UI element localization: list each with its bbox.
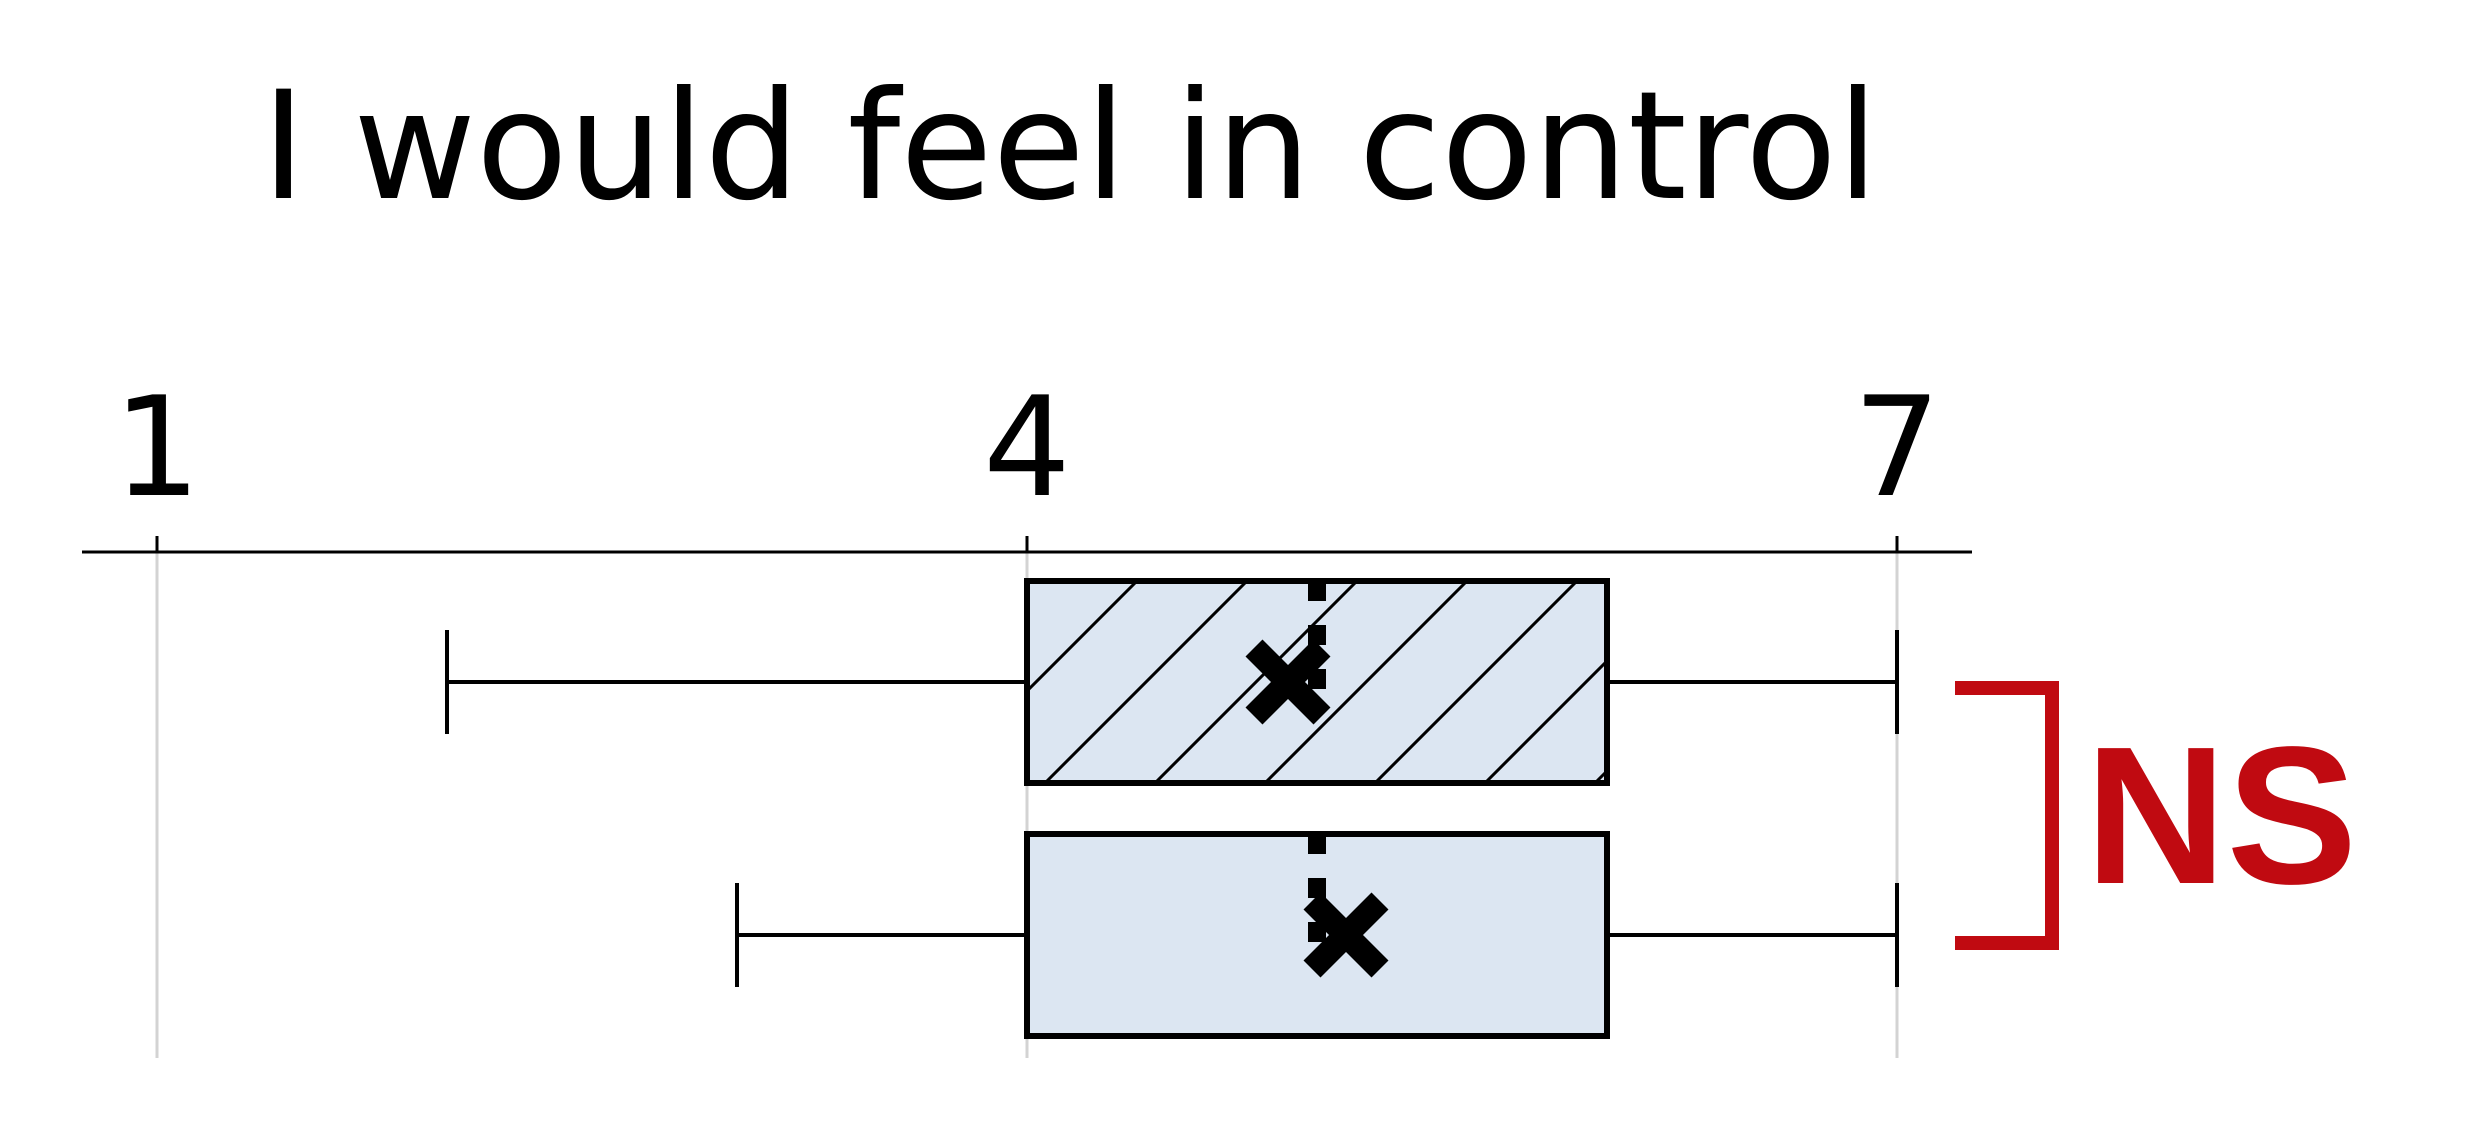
x-tick-label-7: 7 [1853, 367, 1941, 528]
hatch-line [1373, 581, 1579, 783]
mean-marker [1303, 892, 1389, 978]
box-group-2 [735, 831, 1899, 1039]
hatch-line [1043, 581, 1249, 783]
chart-title: I would feel in control [261, 60, 1878, 234]
box-hatching [1027, 581, 1607, 783]
significance-label: NS [2085, 706, 2357, 925]
x-axis: 1 4 7 [82, 367, 1972, 554]
x-tick-label-1: 1 [113, 367, 201, 528]
hatch-line [1153, 581, 1359, 783]
hatch-line [1483, 658, 1607, 783]
hatch-line [1263, 581, 1469, 783]
box-series [445, 578, 1899, 1039]
significance-marker: NS [1955, 681, 2357, 950]
mean-marker [1245, 639, 1331, 725]
significance-bracket [1955, 681, 2059, 950]
box-group-1 [445, 578, 1899, 786]
x-tick-label-4: 4 [983, 367, 1071, 528]
hatch-line [1027, 581, 1139, 694]
